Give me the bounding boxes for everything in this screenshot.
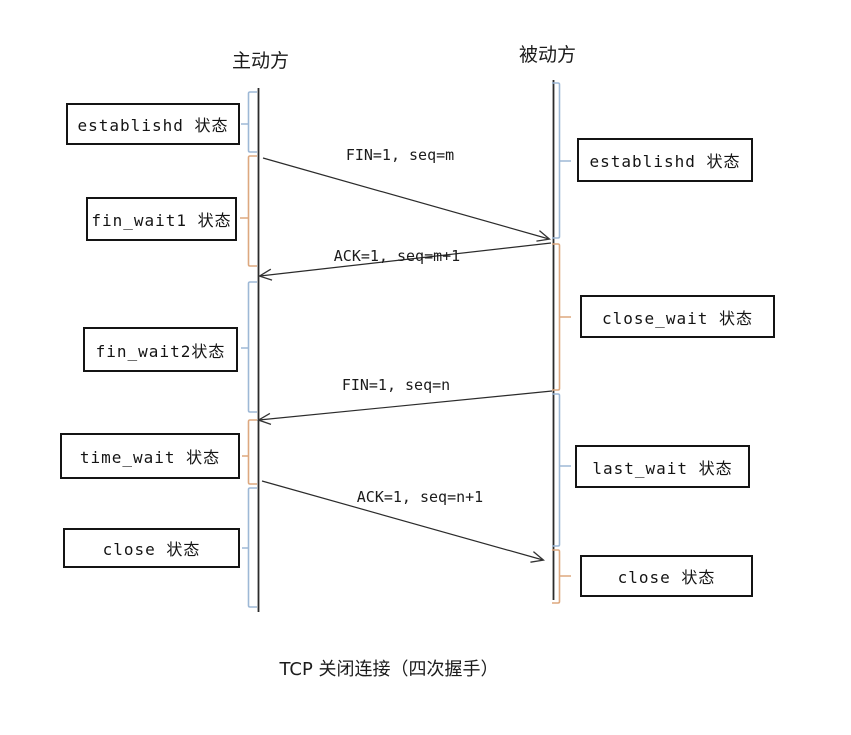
arrow-fin-seq-n bbox=[256, 390, 553, 425]
arrow-ack-seq-m1 bbox=[257, 242, 552, 281]
brace-left-fin-wait2 bbox=[241, 281, 257, 413]
message-label-fin-seq-m: FIN=1, seq=m bbox=[345, 146, 455, 164]
diagram-title: TCP 关闭连接（四次握手） bbox=[279, 659, 499, 680]
message-label-ack-seq-n1: ACK=1, seq=n+1 bbox=[356, 488, 484, 506]
brace-left-close bbox=[242, 487, 257, 608]
message-label-ack-seq-m1: ACK=1, seq=m+1 bbox=[333, 247, 461, 265]
state-box-right-last-wait: last_wait 状态 bbox=[575, 445, 750, 488]
brace-left-time-wait bbox=[242, 419, 257, 485]
state-box-left-fin-wait1: fin_wait1 状态 bbox=[86, 197, 237, 241]
arrow-ack-seq-n1 bbox=[261, 480, 545, 563]
brace-right-last-wait bbox=[552, 393, 571, 547]
state-box-right-close: close 状态 bbox=[580, 555, 753, 597]
arrow-fin-seq-m bbox=[262, 157, 551, 242]
brace-left-fin-wait1 bbox=[240, 155, 257, 267]
brace-right-close bbox=[552, 549, 571, 604]
brace-right-establishd bbox=[552, 82, 571, 239]
state-box-left-fin-wait2: fin_wait2状态 bbox=[83, 327, 238, 372]
message-label-fin-seq-n: FIN=1, seq=n bbox=[341, 376, 451, 394]
state-box-right-close-wait: close_wait 状态 bbox=[580, 295, 775, 338]
state-box-right-establishd: establishd 状态 bbox=[577, 138, 753, 182]
actor-label-passive: 被动方 bbox=[519, 44, 577, 66]
actor-label-active: 主动方 bbox=[232, 50, 290, 72]
state-box-left-establishd: establishd 状态 bbox=[66, 103, 240, 145]
brace-right-close-wait bbox=[552, 243, 571, 391]
brace-left-establishd bbox=[241, 91, 257, 153]
state-box-left-time-wait: time_wait 状态 bbox=[60, 433, 240, 479]
state-box-left-close: close 状态 bbox=[63, 528, 240, 568]
